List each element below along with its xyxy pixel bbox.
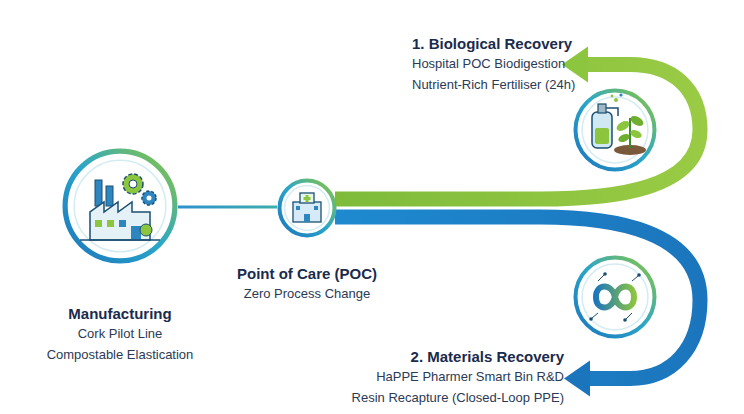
node-body-text: Zero Process Change [232,283,382,304]
circle-inner-ring [74,160,166,252]
flow-band [335,47,700,200]
biological-recovery-node: 1. Biological RecoveryHospital POC Biodi… [412,34,562,95]
circle-inner-ring [285,186,330,231]
node-text-group: 2. Materials RecoveryHaPPE Pharmer Smart… [330,347,564,408]
node-body-text: Compostable Elastication [40,344,200,365]
circle-ring [576,258,655,337]
circle-ring [65,151,175,261]
node-body-text: Resin Recapture (Closed-Loop PPE) [330,387,564,408]
node-heading: Manufacturing [40,304,200,323]
node-text-group: 1. Biological RecoveryHospital POC Biodi… [412,34,562,95]
node-circle [573,255,657,339]
arrow-head [562,47,588,83]
node-circle [573,88,657,172]
manufacturing-node: ManufacturingCork Pilot LineCompostable … [40,148,200,366]
node-body-text: Hospital POC Biodigestion [412,53,562,74]
arrow-head [564,361,590,397]
node-heading: 2. Materials Recovery [330,347,564,366]
node-body-text: Nutrient-Rich Fertiliser (24h) [412,74,562,95]
point-of-care-node: Point of Care (POC)Zero Process Change [232,178,382,304]
node-text-group: Point of Care (POC)Zero Process Change [232,264,382,304]
node-body-text: HaPPE Pharmer Smart Bin R&D [330,366,564,387]
circle-ring [576,91,655,170]
node-body-text: Cork Pilot Line [40,323,200,344]
node-circle [277,178,337,238]
node-circle [62,148,178,264]
circle-inner-ring [582,264,648,330]
materials-recovery-node: 2. Materials RecoveryHaPPE Pharmer Smart… [330,347,564,410]
node-text-group: ManufacturingCork Pilot LineCompostable … [40,304,200,365]
circle-inner-ring [582,97,648,163]
node-heading: Point of Care (POC) [232,264,382,283]
node-heading: 1. Biological Recovery [412,34,562,53]
band-path [335,65,700,200]
connector-path [178,206,277,209]
circle-ring [280,181,335,236]
connector-line [178,207,277,208]
